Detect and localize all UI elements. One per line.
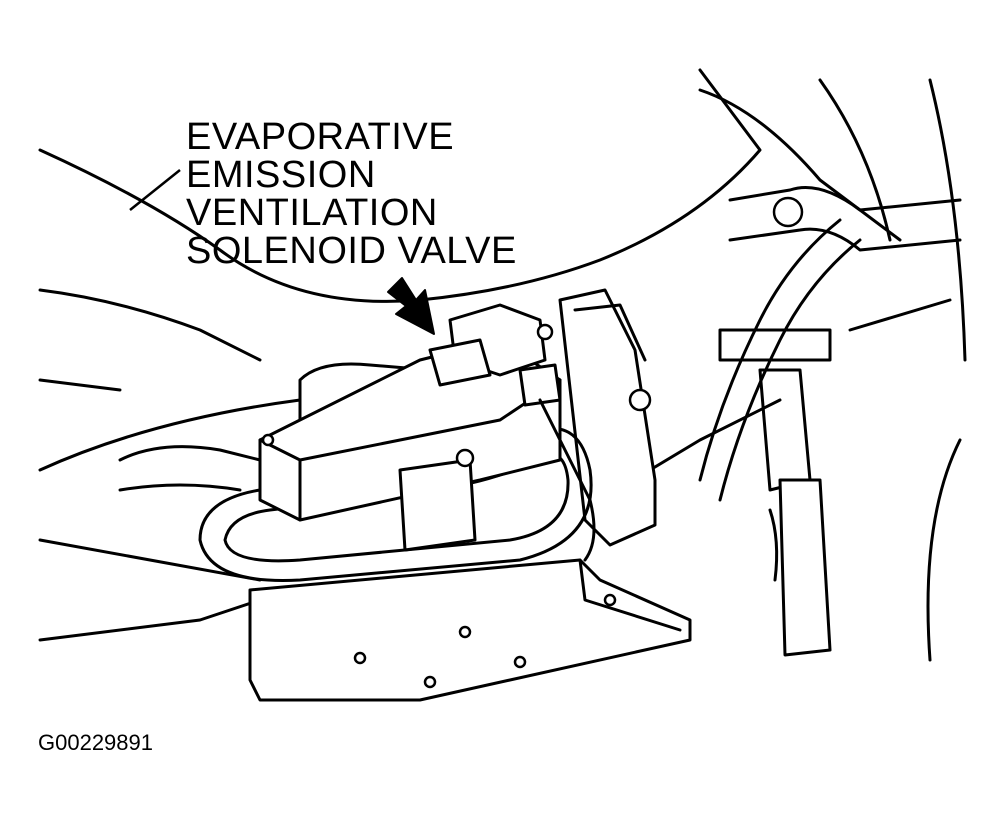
callout-line-2: EMISSION (186, 154, 376, 196)
mounting-bracket (558, 288, 657, 547)
solenoid-valve-body (258, 338, 562, 552)
figure-id: G00229891 (38, 730, 153, 755)
solenoid-connector (428, 303, 596, 562)
callout-line-1: EVAPORATIVE (186, 116, 455, 158)
label-leader-line (129, 169, 181, 211)
callout-line-3: VENTILATION (186, 192, 438, 234)
right-side-hoses (698, 186, 962, 657)
component-callout: EVAPORATIVE EMISSION VENTILATION SOLENOI… (186, 118, 517, 270)
arrow-icon (387, 277, 435, 335)
callout-line-4: SOLENOID VALVE (186, 230, 517, 272)
base-plate (248, 558, 692, 702)
